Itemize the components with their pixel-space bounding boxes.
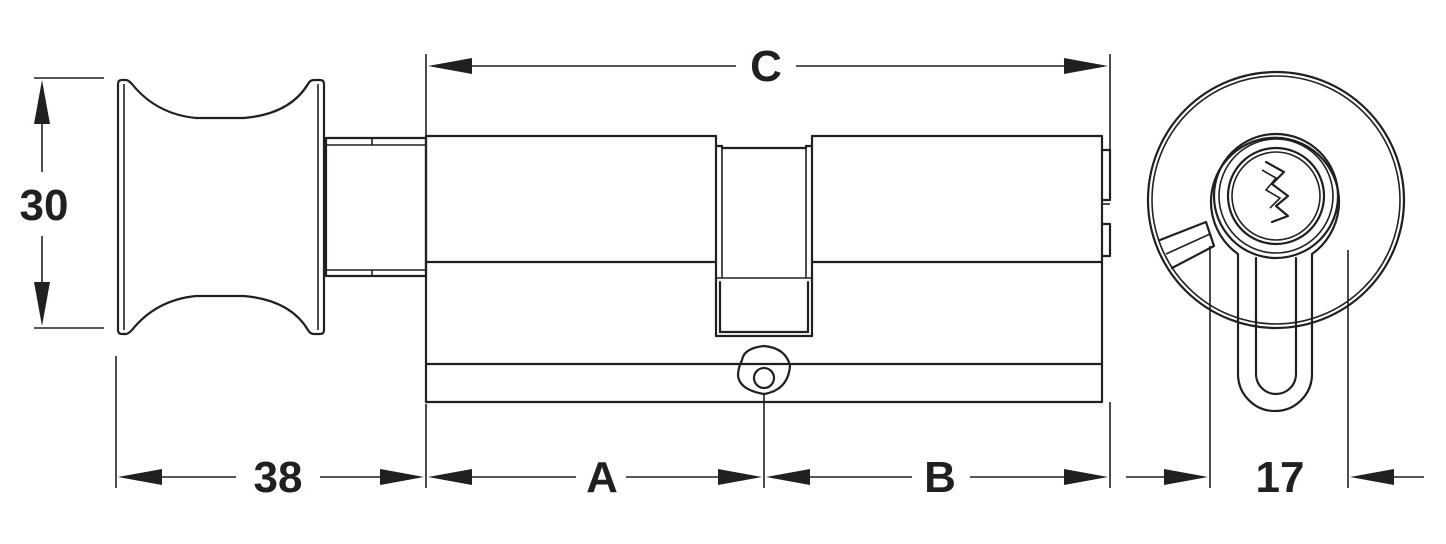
thumb-turn-knob	[116, 78, 326, 336]
spindle	[324, 136, 428, 278]
height-arrow-top	[34, 80, 50, 124]
c-arrow-right	[1064, 58, 1108, 74]
bottom-dimensions: 38 A B 17	[115, 356, 1424, 502]
width-arrow-right	[1350, 469, 1394, 485]
cylinder-body	[424, 134, 1112, 404]
a-arrow-right	[718, 469, 762, 485]
a-label: A	[586, 453, 618, 502]
b-arrow-left	[766, 469, 810, 485]
c-dimension: C	[425, 42, 1111, 150]
a-arrow-left	[428, 469, 472, 485]
height-dimension: 30	[20, 77, 104, 329]
height-arrow-bottom	[34, 282, 50, 326]
b-label: B	[924, 453, 956, 502]
width-label: 17	[1256, 453, 1305, 502]
width-arrow-left	[1164, 469, 1208, 485]
knob-length-label: 38	[254, 453, 303, 502]
end-view	[1146, 70, 1406, 488]
c-label: C	[750, 42, 782, 91]
knob-arrow-right	[380, 469, 424, 485]
c-arrow-left	[428, 58, 472, 74]
b-arrow-right	[1064, 469, 1108, 485]
height-label: 30	[20, 181, 69, 230]
knob-arrow-left	[118, 469, 162, 485]
